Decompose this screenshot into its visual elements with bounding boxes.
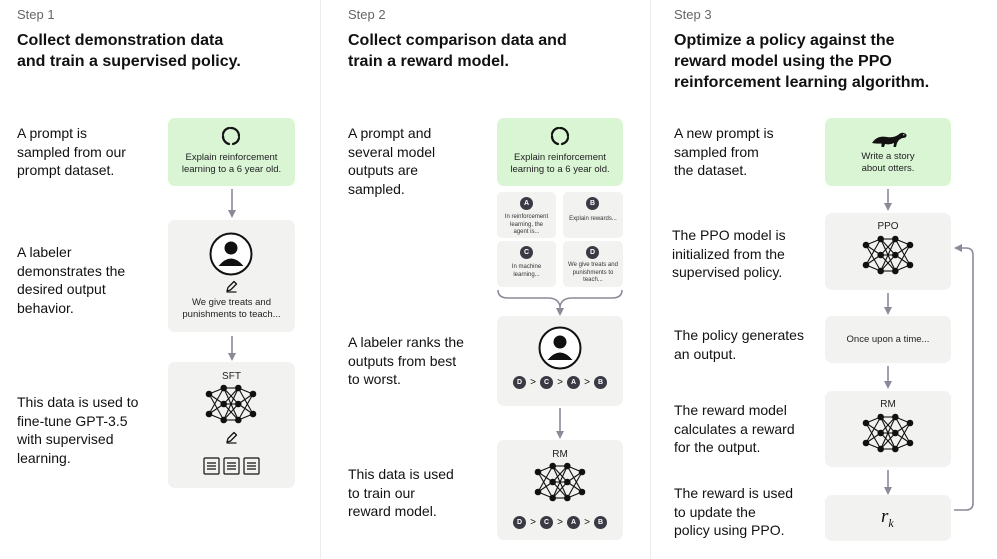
step-1-labeler-box: We give treats and punishments to teach.… bbox=[168, 220, 295, 332]
step-3-rm-box: RM bbox=[825, 391, 951, 467]
step-3-prompt-box: Write a story about otters. bbox=[825, 118, 951, 186]
reward-symbol: rk bbox=[881, 506, 894, 531]
rm-title: RM bbox=[552, 449, 568, 460]
step-2-desc-rank: A labeler ranks the outputs from best to… bbox=[348, 334, 464, 387]
rm-ranking-row: D > C > A > B bbox=[513, 516, 607, 530]
person-icon bbox=[538, 326, 582, 370]
step-1-label: Step 1 bbox=[17, 7, 55, 22]
cycle-icon bbox=[221, 126, 241, 146]
person-icon bbox=[209, 232, 253, 276]
output-card-a: A In reinforcement learning, the agent i… bbox=[497, 192, 556, 238]
step-1-desc-finetune: This data is used to fine-tune GPT-3.5 w… bbox=[17, 394, 139, 466]
sft-title: SFT bbox=[222, 371, 241, 382]
output-c-text: In machine learning... bbox=[511, 264, 542, 278]
pencil-icon bbox=[226, 431, 238, 444]
rank-badge-c: C bbox=[540, 376, 553, 389]
rank-separator: > bbox=[530, 377, 536, 388]
step-2-labeler-box: D > C > A > B bbox=[497, 316, 623, 406]
step-3-reward-box: rk bbox=[825, 495, 951, 541]
step-3-output-box: Once upon a time... bbox=[825, 316, 951, 363]
rank-separator: > bbox=[557, 517, 563, 528]
network-icon bbox=[205, 384, 257, 424]
step-1-title: Collect demonstration data and train a s… bbox=[17, 32, 241, 70]
network-icon bbox=[862, 413, 914, 453]
ppo-title: PPO bbox=[877, 221, 899, 232]
pencil-icon bbox=[226, 280, 238, 293]
network-icon bbox=[862, 235, 914, 275]
rm-title: RM bbox=[880, 399, 896, 410]
column-divider-1 bbox=[320, 0, 321, 559]
output-card-d: D We give treats and punishments to teac… bbox=[563, 241, 623, 287]
step-3-desc-update: The reward is used to update the policy … bbox=[674, 485, 794, 538]
badge-b: B bbox=[586, 197, 599, 210]
output-card-c: C In machine learning... bbox=[497, 241, 556, 287]
step-2-prompt-text: Explain reinforcement learning to a 6 ye… bbox=[510, 152, 610, 175]
step-3-desc-generate: The policy generates an output. bbox=[674, 327, 804, 362]
badge-d: D bbox=[586, 246, 599, 259]
badge-a: A bbox=[520, 197, 533, 210]
network-icon bbox=[534, 462, 586, 502]
step-2-desc-train: This data is used to train our reward mo… bbox=[348, 466, 454, 519]
rank-separator: > bbox=[557, 377, 563, 388]
step-3-desc-ppo: The PPO model is initialized from the su… bbox=[672, 227, 786, 280]
output-b-text: Explain rewards... bbox=[569, 216, 617, 222]
rank-badge-a: A bbox=[567, 516, 580, 529]
rank-separator: > bbox=[584, 377, 590, 388]
step-3-title: Optimize a policy against the reward mod… bbox=[674, 32, 930, 91]
rank-badge-d: D bbox=[513, 376, 526, 389]
step-2-prompt-box: Explain reinforcement learning to a 6 ye… bbox=[497, 118, 623, 186]
step-3-output-text: Once upon a time... bbox=[846, 334, 930, 345]
rank-badge-d: D bbox=[513, 516, 526, 529]
step-1-desc-labeler: A labeler demonstrates the desired outpu… bbox=[17, 244, 126, 316]
step-1-prompt-text: Explain reinforcement learning to a 6 ye… bbox=[181, 152, 282, 175]
step-2-desc-prompt: A prompt and several model outputs are s… bbox=[348, 125, 436, 197]
rank-badge-a: A bbox=[567, 376, 580, 389]
rank-separator: > bbox=[530, 517, 536, 528]
document-icon bbox=[203, 457, 260, 475]
rank-badge-b: B bbox=[594, 516, 607, 529]
step-2-label: Step 2 bbox=[348, 7, 386, 22]
step-1-sft-box: SFT bbox=[168, 362, 295, 488]
cycle-icon bbox=[550, 126, 570, 146]
step-3-label: Step 3 bbox=[674, 7, 712, 22]
step-3-desc-prompt: A new prompt is sampled from the dataset… bbox=[674, 125, 774, 178]
otter-icon bbox=[872, 132, 907, 147]
ranking-row: D > C > A > B bbox=[513, 376, 607, 390]
step-2-title: Collect comparison data and train a rewa… bbox=[348, 32, 567, 70]
step-3-prompt-text: Write a story about otters. bbox=[861, 151, 915, 174]
reward-subscript: k bbox=[888, 515, 894, 530]
output-card-b: B Explain rewards... bbox=[563, 192, 623, 238]
rank-badge-b: B bbox=[594, 376, 607, 389]
step-3-ppo-box: PPO bbox=[825, 213, 951, 290]
column-divider-2 bbox=[650, 0, 651, 559]
output-a-text: In reinforcement learning, the agent is.… bbox=[504, 214, 549, 235]
output-d-text: We give treats and punishments to teach.… bbox=[568, 262, 618, 283]
step-1-prompt-box: Explain reinforcement learning to a 6 ye… bbox=[168, 118, 295, 186]
reward-r: r bbox=[881, 506, 889, 527]
step-3-desc-reward: The reward model calculates a reward for… bbox=[674, 402, 795, 455]
step-1-labeler-text: We give treats and punishments to teach.… bbox=[182, 297, 281, 320]
rank-badge-c: C bbox=[540, 516, 553, 529]
badge-c: C bbox=[520, 246, 533, 259]
rank-separator: > bbox=[584, 517, 590, 528]
step-2-rm-box: RM D > C > A > B bbox=[497, 440, 623, 540]
step-1-desc-prompt: A prompt is sampled from our prompt data… bbox=[17, 125, 126, 178]
